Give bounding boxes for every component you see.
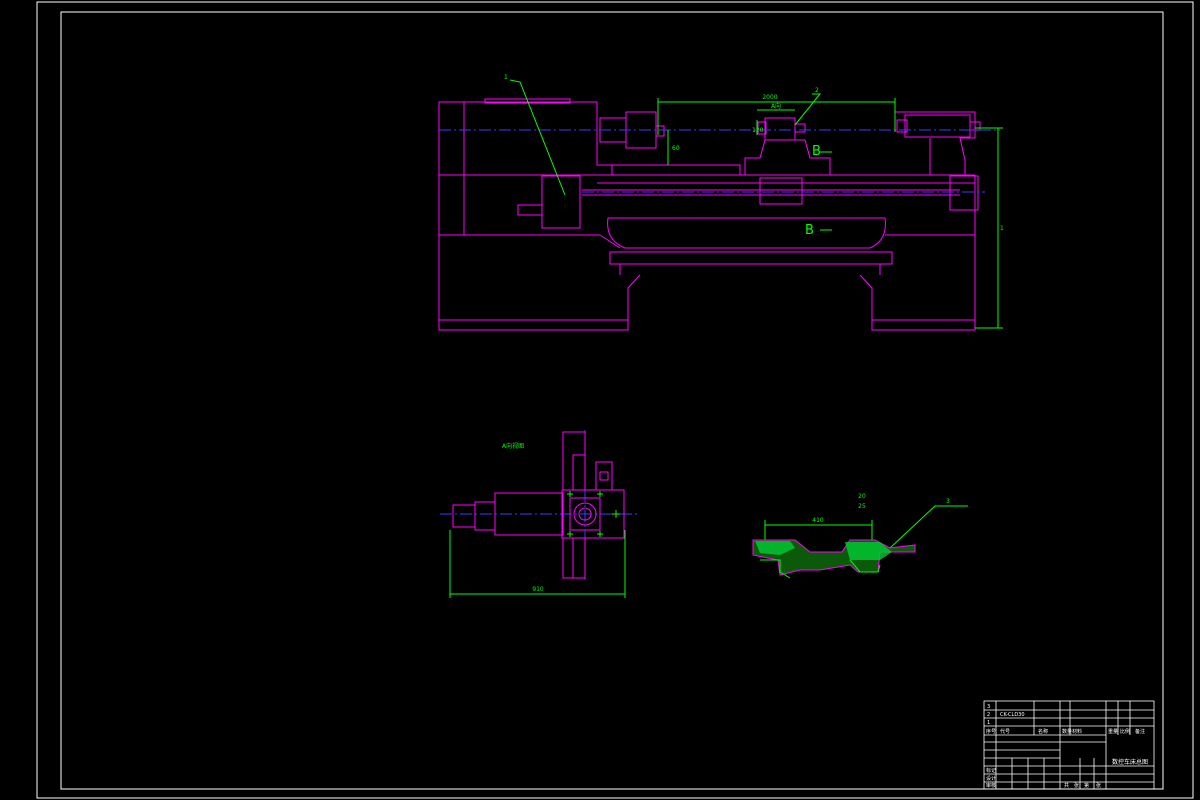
carriage-top-view bbox=[452, 431, 625, 579]
leader-label-3: 3 bbox=[946, 498, 950, 505]
tb-right-4: 张 bbox=[1096, 782, 1101, 789]
dim-top-span: 2000 bbox=[762, 94, 777, 101]
tb-mid-1: 代号 bbox=[1000, 728, 1010, 735]
inner-frame bbox=[60, 11, 1164, 790]
dim-overall-height: 1 bbox=[1000, 225, 1004, 232]
tb-left-2: 1 bbox=[987, 720, 990, 726]
drawing-title: 数控车床总图 bbox=[1112, 758, 1148, 766]
tb-right-3: 第 bbox=[1084, 782, 1089, 789]
dim-section-a: 20 bbox=[858, 493, 866, 500]
tb-left-0: 3 bbox=[987, 704, 990, 710]
outer-frame bbox=[36, 1, 1194, 799]
tb-right-2: 张 bbox=[1074, 782, 1079, 789]
centerlines bbox=[439, 129, 1000, 580]
tb-mid-3: 数量 bbox=[1062, 728, 1072, 735]
small-view-label: A向视图 bbox=[502, 442, 524, 450]
tb-mid-6: 比例 bbox=[1120, 728, 1130, 735]
tb-mid-0: CK-CLD30 bbox=[1000, 712, 1025, 718]
leader-label-1: 1 bbox=[504, 74, 508, 81]
section-mark-bottom: B bbox=[805, 223, 814, 238]
tb-mid-2: 名称 bbox=[1038, 728, 1048, 735]
tb-left-3: 序号 bbox=[986, 728, 996, 735]
tb-left-1: 2 bbox=[987, 712, 990, 718]
tb-left-5: 设计 bbox=[986, 775, 996, 782]
tb-left-4: 标记 bbox=[986, 767, 996, 774]
dim-section-span: 410 bbox=[812, 517, 824, 524]
dim-section-b: 25 bbox=[858, 503, 866, 510]
section-bb bbox=[752, 539, 916, 579]
tb-mid-4: 材料 bbox=[1072, 728, 1082, 735]
leader-label-2: 2 bbox=[815, 87, 819, 94]
section-mark-top: B bbox=[812, 144, 821, 159]
dim-tool-width: 120 bbox=[752, 127, 764, 134]
dim-tool-a: A向 bbox=[771, 102, 781, 110]
dim-bottom-width: 910 bbox=[532, 586, 544, 593]
tb-right-0: 备注 bbox=[1135, 728, 1145, 735]
title-block bbox=[983, 700, 1155, 790]
lathe-elevation bbox=[438, 98, 981, 331]
dimension-lines bbox=[449, 79, 1003, 598]
tb-right-1: 共 bbox=[1064, 782, 1069, 789]
tb-left-6: 审核 bbox=[986, 782, 996, 789]
top-view-crosses bbox=[567, 491, 620, 537]
tb-mid-5: 重量 bbox=[1108, 728, 1118, 735]
dim-head-height: 60 bbox=[672, 145, 680, 152]
